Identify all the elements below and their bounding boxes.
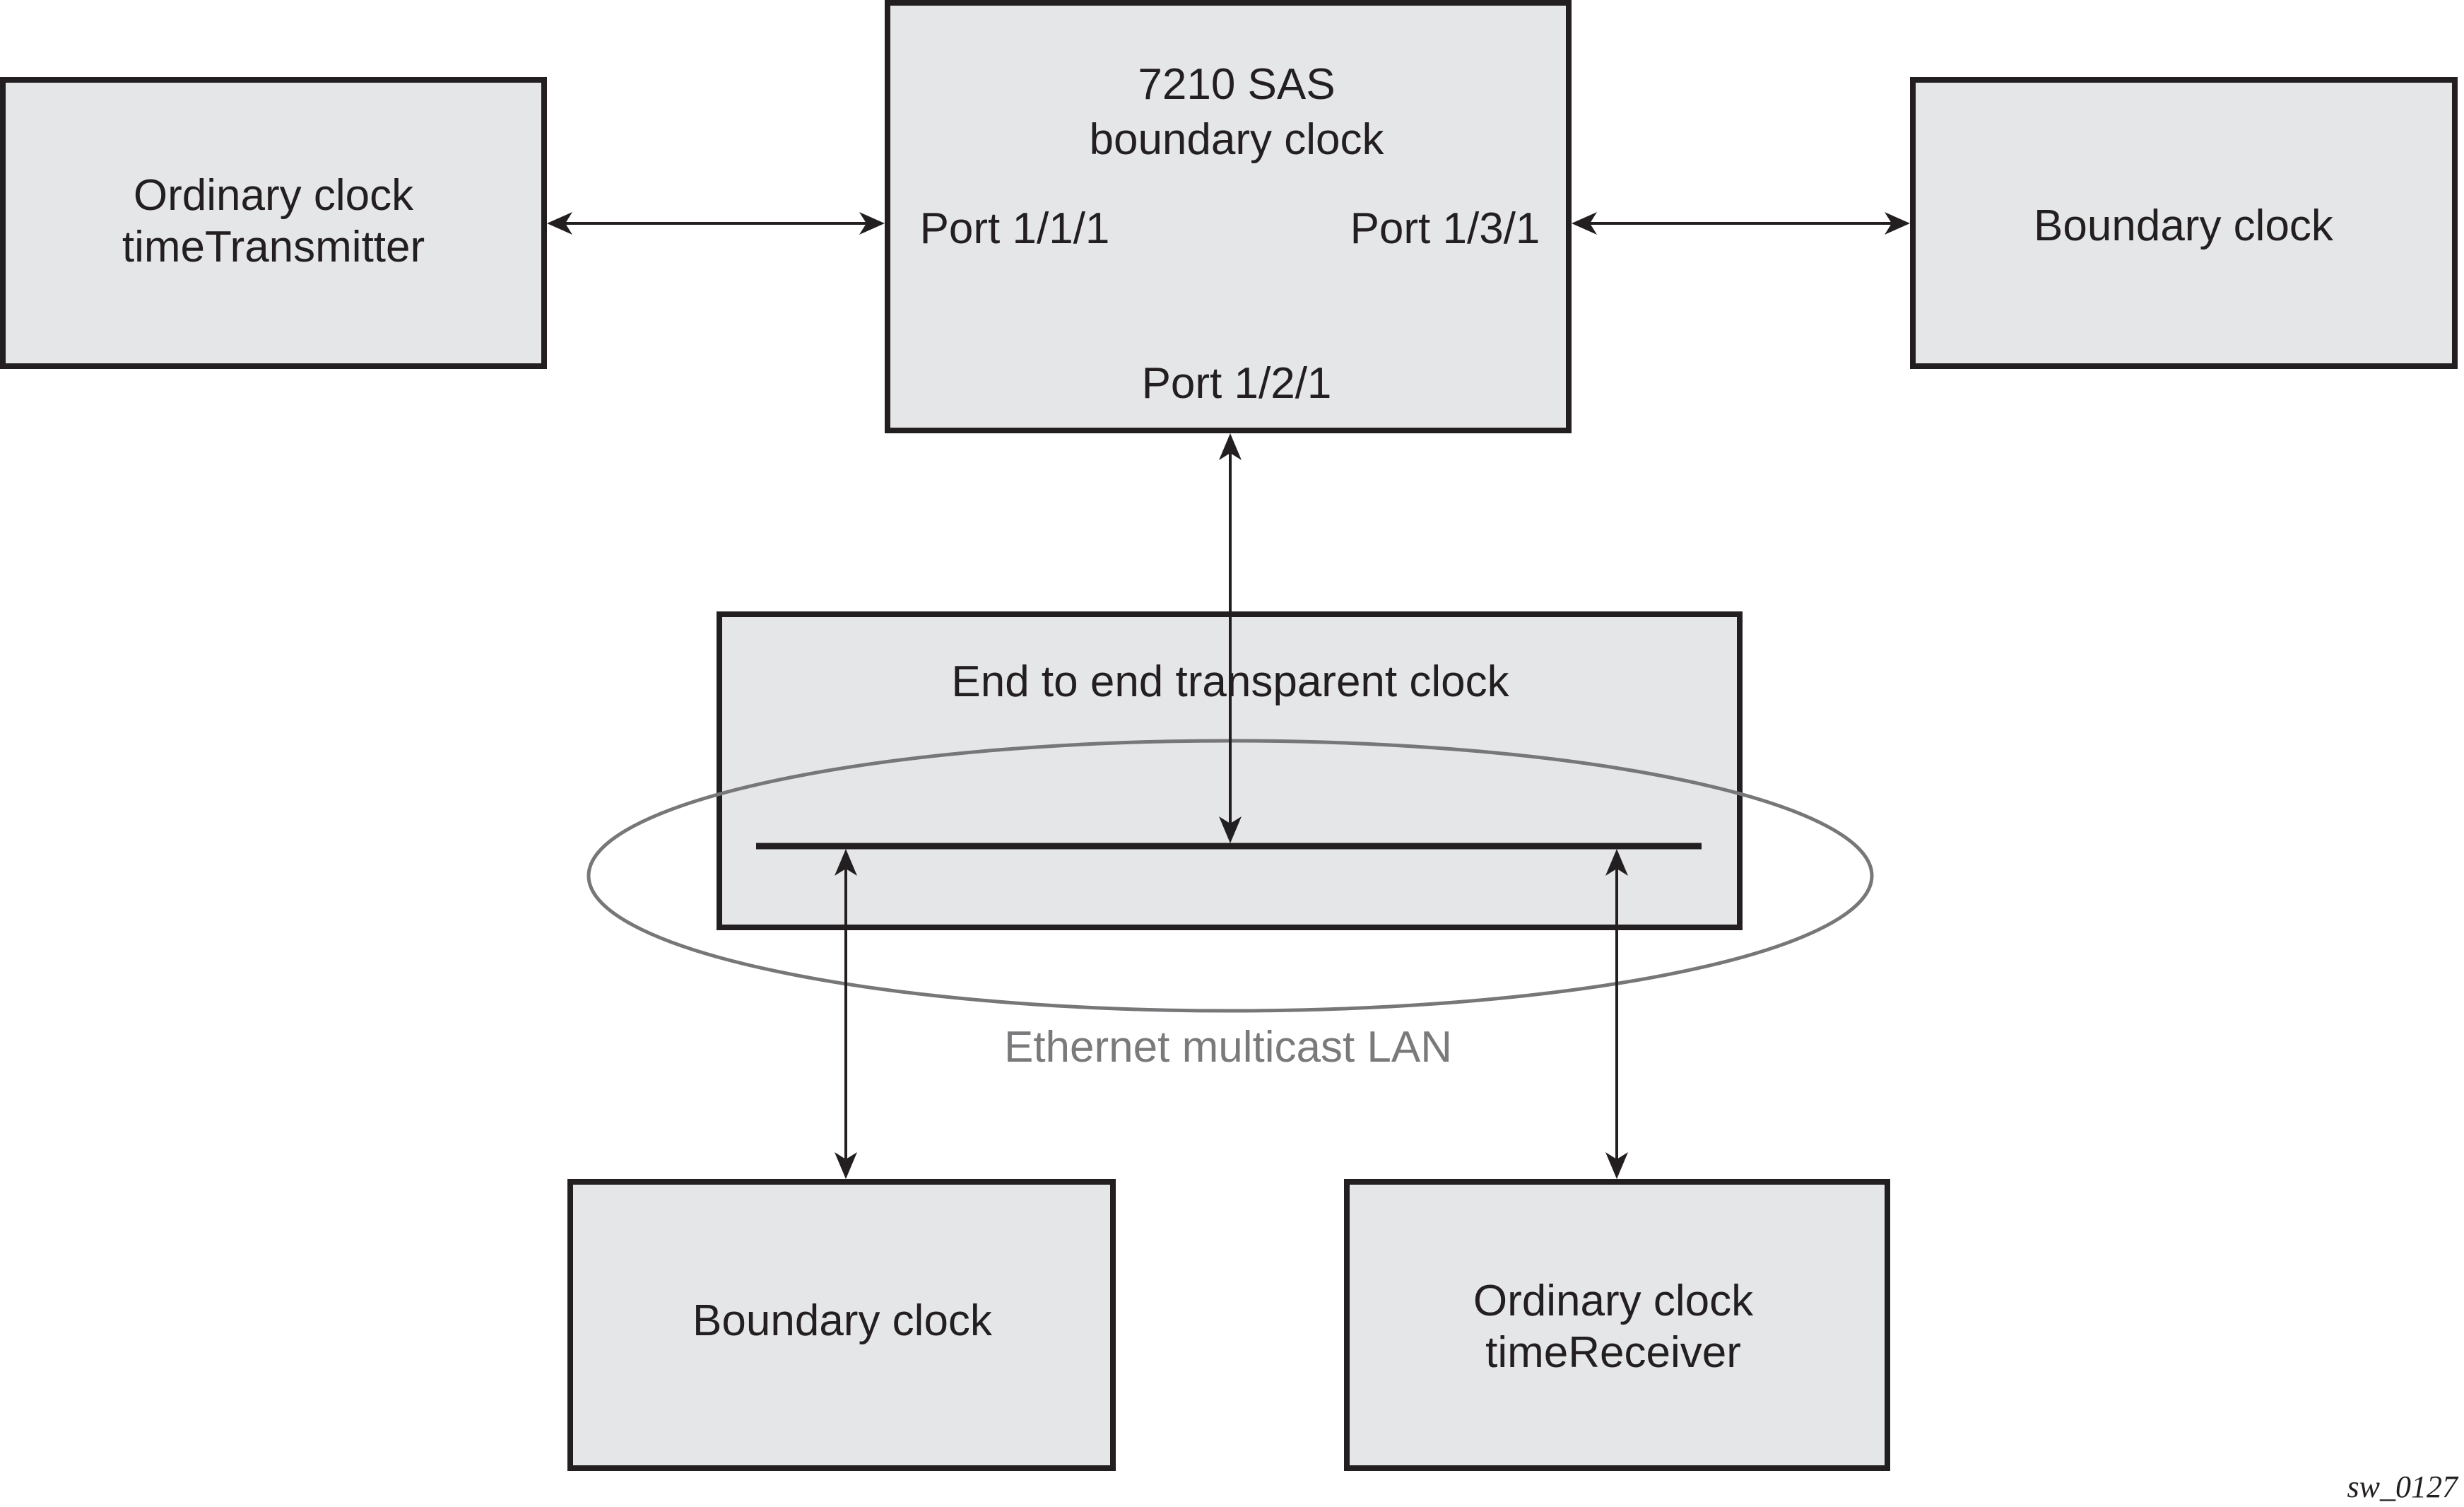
node-box [1910,77,2458,369]
node-box [885,0,1572,433]
node-ordinary-clock-transmitter: Ordinary clock timeTransmitter [0,77,547,369]
arrowhead-up-icon [1605,849,1628,876]
node-box [567,1179,1116,1471]
port-label-1-1-1: Port 1/1/1 [920,204,1110,253]
arrowhead-left-icon [547,212,572,235]
node-label-line1: Ordinary clock [134,171,414,220]
node-box [0,77,547,369]
node-label-line1: Ordinary clock [1473,1277,1754,1325]
arrowhead-down-icon [1605,1152,1628,1179]
arrowhead-up-icon [1219,433,1242,460]
node-label-line2: timeReceiver [1485,1328,1741,1377]
node-ordinary-clock-receiver: Ordinary clock timeReceiver [1344,1179,1890,1471]
connector-bus-to-boundary-bottom [835,849,857,1179]
port-label-1-3-1: Port 1/3/1 [1350,204,1540,253]
connector-port-1-2-1-to-bus [1219,433,1242,843]
node-label: Boundary clock [692,1296,993,1345]
connector-port-1-3-1-to-boundary-right [1572,212,1910,235]
node-label-line1: 7210 SAS [1138,60,1335,109]
arrowhead-right-icon [1885,212,1910,235]
node-label-line2: boundary clock [1089,115,1384,164]
arrowhead-down-icon [835,1152,857,1179]
node-boundary-clock-right: Boundary clock [1910,77,2458,369]
connector-transmitter-to-port-1-1-1 [547,212,885,235]
connector-bus-to-ordinary-receiver [1605,849,1628,1179]
node-boundary-clock-bottom: Boundary clock [567,1179,1116,1471]
node-box [1344,1179,1890,1471]
node-7210-sas-boundary-clock: 7210 SAS boundary clock Port 1/1/1 Port … [885,0,1572,433]
node-label: Boundary clock [2034,201,2334,250]
figure-id: sw_0127 [2347,1470,2459,1504]
node-label-line2: timeTransmitter [122,223,425,271]
arrowhead-left-icon [1572,212,1597,235]
arrowhead-up-icon [835,849,857,876]
lan-label: Ethernet multicast LAN [1004,1023,1452,1072]
port-label-1-2-1: Port 1/2/1 [1142,359,1332,408]
arrowhead-down-icon [1219,816,1242,843]
arrowhead-right-icon [859,212,885,235]
